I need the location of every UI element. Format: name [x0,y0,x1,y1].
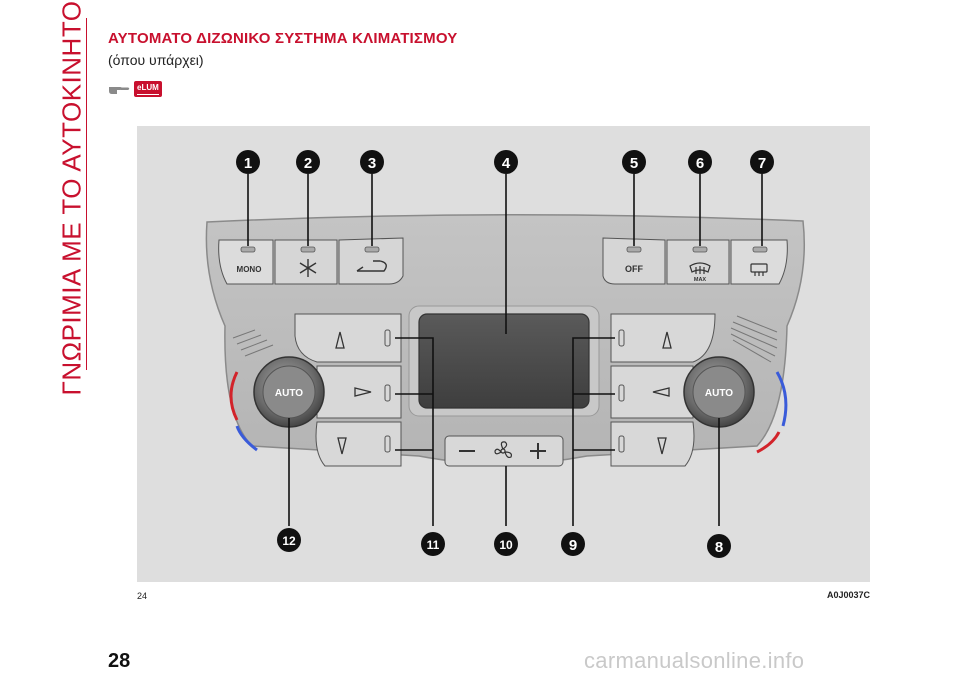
right-vent-slits [730,315,778,363]
fan-speed-control [444,435,564,467]
page-heading: ΑΥΤΟΜΑΤΟ ΔΙΖΩΝΙΚΟ ΣΥΣΤΗΜΑ ΚΛΙΜΑΤΙΣΜΟΥ [108,30,458,47]
callout-12: 12 [277,528,301,552]
svg-text:9: 9 [569,537,577,554]
pointing-hand-icon [109,87,130,94]
callout-6: 6 [688,150,712,174]
left-auto-label: AUTO [275,388,303,399]
elum-badge: eLUM [134,81,162,97]
figure-number: 24 [137,591,148,601]
off-button [602,237,666,285]
page-subheading: (όπου υπάρχει) [108,52,204,68]
callout-5: 5 [622,150,646,174]
right-cool-arc [775,371,788,427]
lcd-display [418,313,590,409]
left-vent-slits [232,329,274,357]
left-cool-arc [235,425,258,452]
windscreen-defrost-icon [689,262,711,274]
recirculation-button [338,237,404,285]
svg-text:7: 7 [758,155,766,172]
section-rule [86,18,87,370]
svg-text:12: 12 [282,534,296,548]
recirculation-icon [356,260,387,272]
watermark: carmanualsonline.info [584,648,805,673]
callout-11: 11 [421,532,445,556]
left-up-button [294,313,402,363]
left-warm-arc [229,371,239,421]
callout-8: 8 [707,534,731,558]
reference-row: eLUM [108,79,162,99]
right-down-button [610,421,695,467]
svg-text:8: 8 [715,539,723,556]
right-auto-label: AUTO [705,388,733,399]
left-direction-button [316,365,402,419]
rear-defrost-button [730,239,788,285]
callout-9: 9 [561,532,585,556]
svg-text:5: 5 [630,155,638,172]
right-warm-arc [756,431,781,454]
right-up-button [610,313,716,363]
max-button-label: MAX [694,277,707,283]
svg-text:11: 11 [427,538,440,552]
rear-window-defrost-icon [750,263,768,276]
callout-3: 3 [360,150,384,174]
callout-7: 7 [750,150,774,174]
figure-code: A0J0037C [826,590,870,600]
svg-text:10: 10 [499,538,513,552]
right-direction-button [610,365,694,419]
off-button-label: OFF [625,264,643,274]
left-down-button [315,421,402,467]
svg-text:1: 1 [244,155,252,172]
mono-button-label: MONO [237,265,262,274]
svg-text:4: 4 [502,155,511,172]
max-defrost-button [666,239,730,285]
mono-button [218,239,274,285]
climate-control-figure: MONO OFF MAX [137,126,870,582]
callout-2: 2 [296,150,320,174]
callout-1: 1 [236,150,260,174]
fan-icon [494,441,512,459]
svg-text:3: 3 [368,155,376,172]
svg-text:6: 6 [696,155,704,172]
leader-lines [247,174,763,526]
callout-4: 4 [494,150,518,174]
page-number: 28 [108,650,131,672]
callout-10: 10 [494,532,518,556]
snowflake-icon [299,259,317,277]
svg-text:2: 2 [304,155,312,172]
climate-panel-illustration: MONO OFF MAX [205,150,806,558]
